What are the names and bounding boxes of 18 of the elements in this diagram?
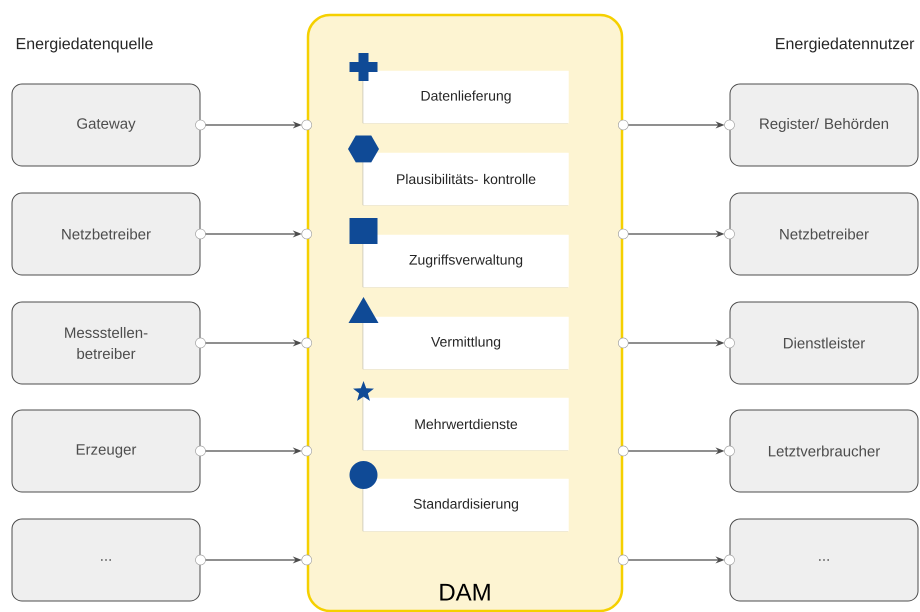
actor-box: Register/ Behörden [730, 84, 918, 166]
actor-box: Netzbetreiber [730, 192, 918, 276]
function-box: Mehrwertdienste [362, 388, 569, 450]
actor-box: Letztverbraucher [730, 409, 918, 492]
actor-box: Messstellen- betreiber [12, 301, 200, 384]
actor-box: ... [12, 518, 200, 602]
actor-box: Netzbetreiber [12, 192, 200, 276]
function-box: Datenlieferung [362, 60, 569, 124]
column-heading: Energiedatenquelle [16, 38, 153, 52]
actor-box: Dienstleister [730, 301, 918, 384]
actor-box: Gateway [12, 84, 200, 166]
actor-box: Erzeuger [12, 409, 200, 492]
actor-box: ... [730, 518, 918, 602]
function-box: Vermittlung [362, 306, 569, 370]
function-box: Standardisierung [362, 468, 569, 532]
function-box: Plausibilitäts- kontrolle [362, 142, 569, 206]
function-box: Zugriffsverwaltung [362, 224, 569, 288]
column-heading: Energiedatennutzer [776, 38, 914, 52]
